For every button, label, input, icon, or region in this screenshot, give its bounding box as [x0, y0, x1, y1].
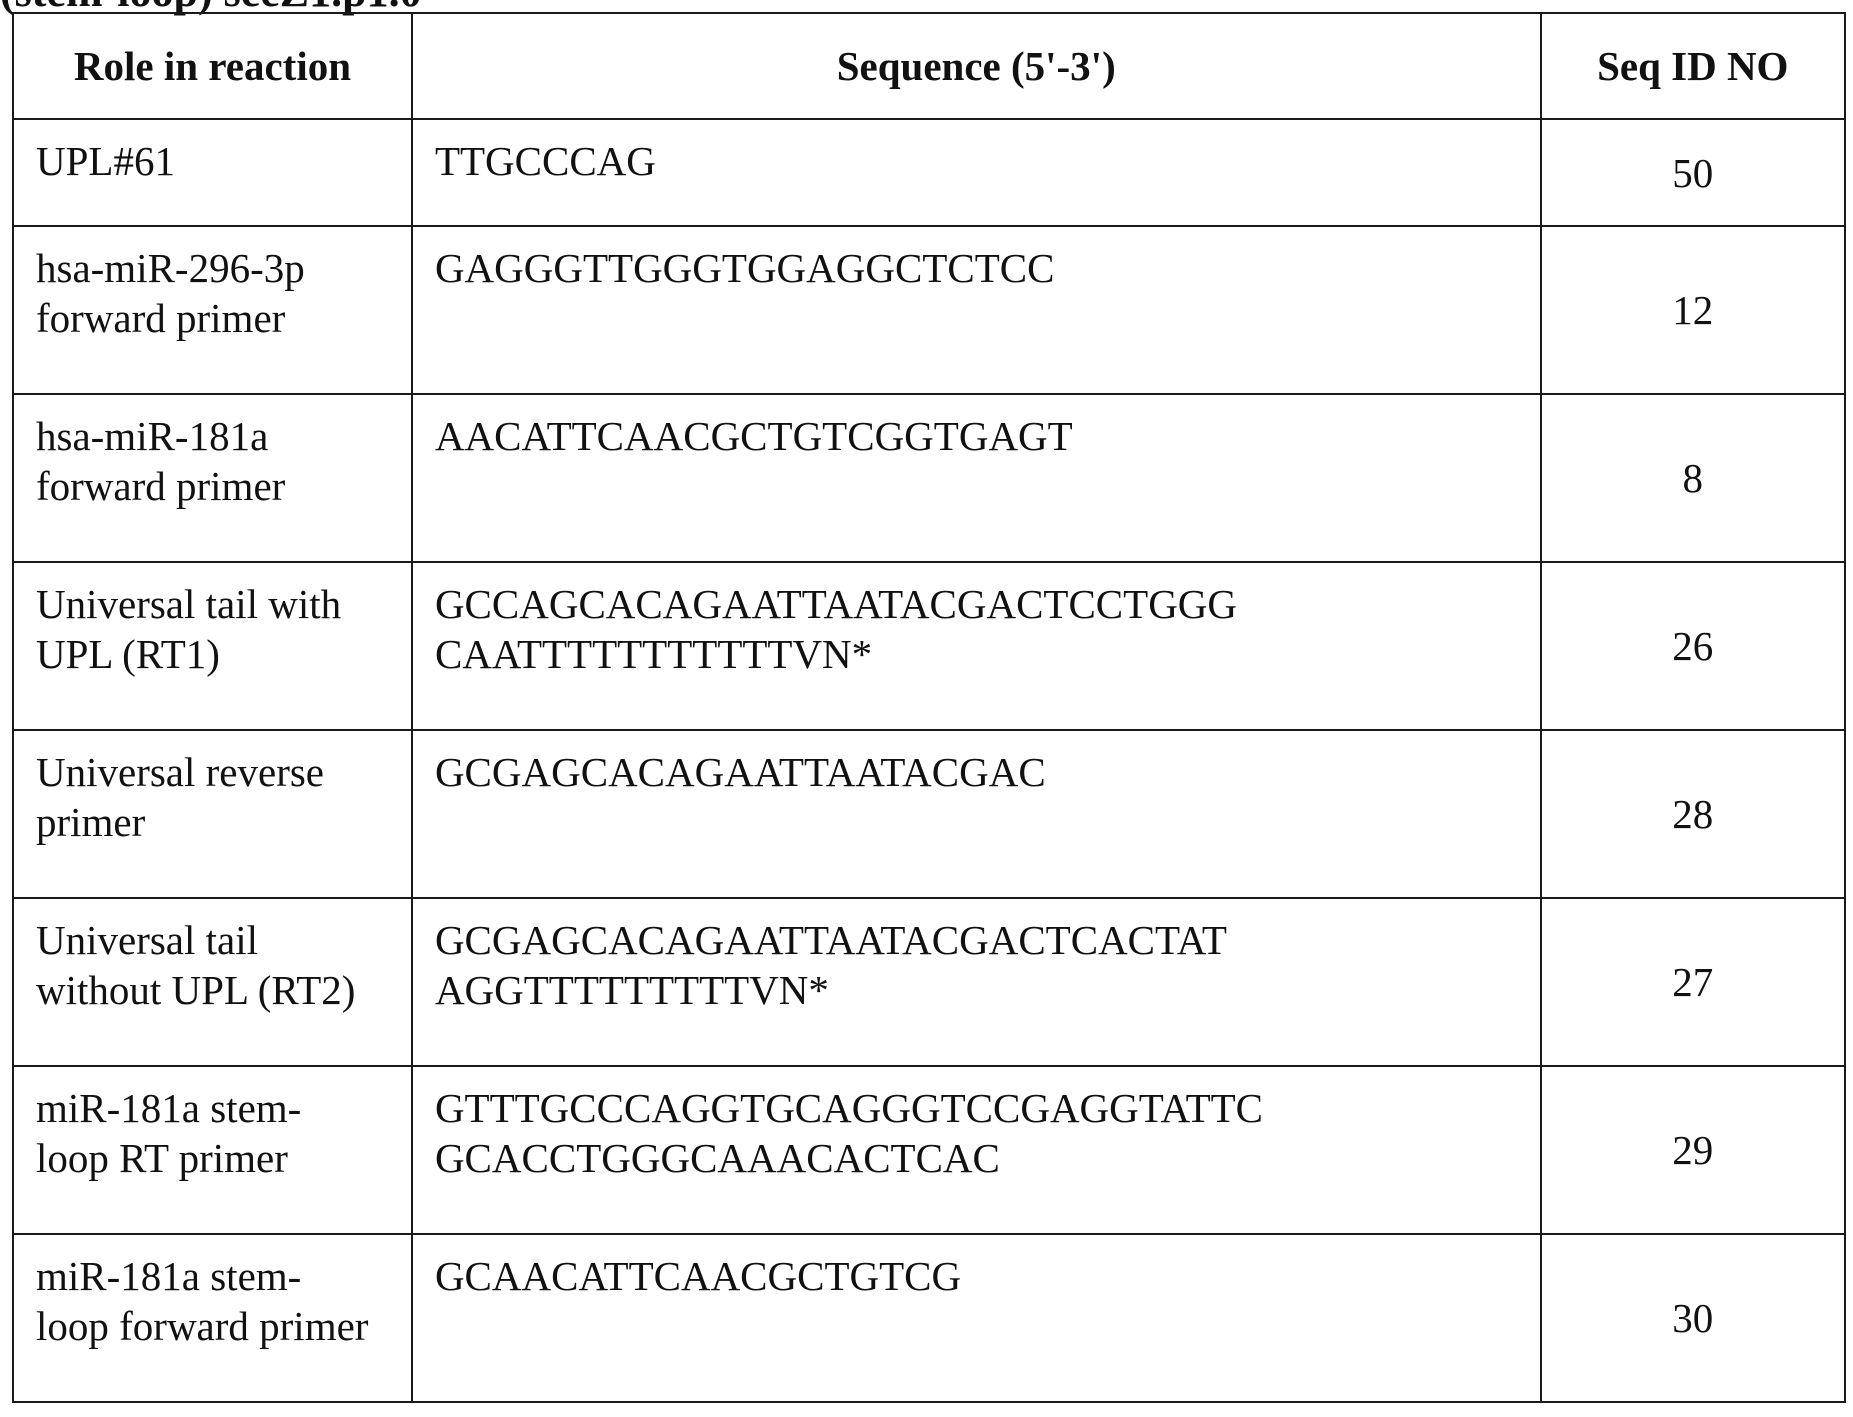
- cell-role: UPL#61: [13, 119, 412, 226]
- cell-role: miR-181a stem- loop RT primer: [13, 1066, 412, 1234]
- table-row: UPL#61 TTGCCCAG 50: [13, 119, 1845, 226]
- sequence-text: GCAACATTCAACGCTGTCG: [435, 1253, 961, 1299]
- cell-sequence: GCCAGCACAGAATTAATACGACTCCTGGG CAATTTTTTT…: [412, 562, 1541, 730]
- cell-sequence: GCGAGCACAGAATTAATACGACTCACTAT AGGTTTTTTT…: [412, 898, 1541, 1066]
- role-text: Universal tail without UPL (RT2): [36, 917, 355, 1013]
- cell-sequence: TTGCCCAG: [412, 119, 1541, 226]
- cell-sequence: GTTTGCCCAGGTGCAGGGTCCGAGGTATTC GCACCTGGG…: [412, 1066, 1541, 1234]
- cell-role: hsa-miR-296-3p forward primer: [13, 226, 412, 394]
- cell-role: miR-181a stem- loop forward primer: [13, 1234, 412, 1402]
- role-text: UPL#61: [36, 138, 175, 184]
- cell-seq-id: 26: [1541, 562, 1845, 730]
- table-row: Universal tail without UPL (RT2) GCGAGCA…: [13, 898, 1845, 1066]
- role-text: Universal tail with UPL (RT1): [36, 581, 341, 677]
- cell-seq-id: 27: [1541, 898, 1845, 1066]
- cell-role: hsa-miR-181a forward primer: [13, 394, 412, 562]
- sequence-text: GCCAGCACAGAATTAATACGACTCCTGGG CAATTTTTTT…: [435, 581, 1237, 677]
- cell-role: Universal tail without UPL (RT2): [13, 898, 412, 1066]
- table-row: Universal reverse primer GCGAGCACAGAATTA…: [13, 730, 1845, 898]
- sequence-text: GAGGGTTGGGTGGAGGCTCTCC: [435, 245, 1055, 291]
- role-text: Universal reverse primer: [36, 749, 324, 845]
- header-seq-id: Seq ID NO: [1541, 13, 1845, 119]
- sequence-text: GTTTGCCCAGGTGCAGGGTCCGAGGTATTC GCACCTGGG…: [435, 1085, 1263, 1181]
- header-role: Role in reaction: [13, 13, 412, 119]
- sequence-text: GCGAGCACAGAATTAATACGACTCACTAT AGGTTTTTTT…: [435, 917, 1227, 1013]
- table-row: miR-181a stem- loop forward primer GCAAC…: [13, 1234, 1845, 1402]
- table-header-row: Role in reaction Sequence (5'-3') Seq ID…: [13, 13, 1845, 119]
- sequence-text: TTGCCCAG: [435, 138, 656, 184]
- cell-role: Universal reverse primer: [13, 730, 412, 898]
- role-text: hsa-miR-181a forward primer: [36, 413, 285, 509]
- cell-seq-id: 50: [1541, 119, 1845, 226]
- primer-sequence-table: Role in reaction Sequence (5'-3') Seq ID…: [12, 12, 1846, 1403]
- header-sequence: Sequence (5'-3'): [412, 13, 1541, 119]
- role-text: hsa-miR-296-3p forward primer: [36, 245, 305, 341]
- cell-seq-id: 8: [1541, 394, 1845, 562]
- cell-role: Universal tail with UPL (RT1): [13, 562, 412, 730]
- cell-seq-id: 29: [1541, 1066, 1845, 1234]
- role-text: miR-181a stem- loop forward primer: [36, 1253, 368, 1349]
- cell-sequence: AACATTCAACGCTGTCGGTGAGT: [412, 394, 1541, 562]
- cell-seq-id: 28: [1541, 730, 1845, 898]
- table-row: miR-181a stem- loop RT primer GTTTGCCCAG…: [13, 1066, 1845, 1234]
- cell-sequence: GCGAGCACAGAATTAATACGAC: [412, 730, 1541, 898]
- cell-seq-id: 30: [1541, 1234, 1845, 1402]
- table-row: hsa-miR-181a forward primer AACATTCAACGC…: [13, 394, 1845, 562]
- sequence-text: GCGAGCACAGAATTAATACGAC: [435, 749, 1046, 795]
- role-text: miR-181a stem- loop RT primer: [36, 1085, 301, 1181]
- cell-seq-id: 12: [1541, 226, 1845, 394]
- table-row: hsa-miR-296-3p forward primer GAGGGTTGGG…: [13, 226, 1845, 394]
- cell-sequence: GCAACATTCAACGCTGTCG: [412, 1234, 1541, 1402]
- sequence-text: AACATTCAACGCTGTCGGTGAGT: [435, 413, 1073, 459]
- cell-sequence: GAGGGTTGGGTGGAGGCTCTCC: [412, 226, 1541, 394]
- table-row: Universal tail with UPL (RT1) GCCAGCACAG…: [13, 562, 1845, 730]
